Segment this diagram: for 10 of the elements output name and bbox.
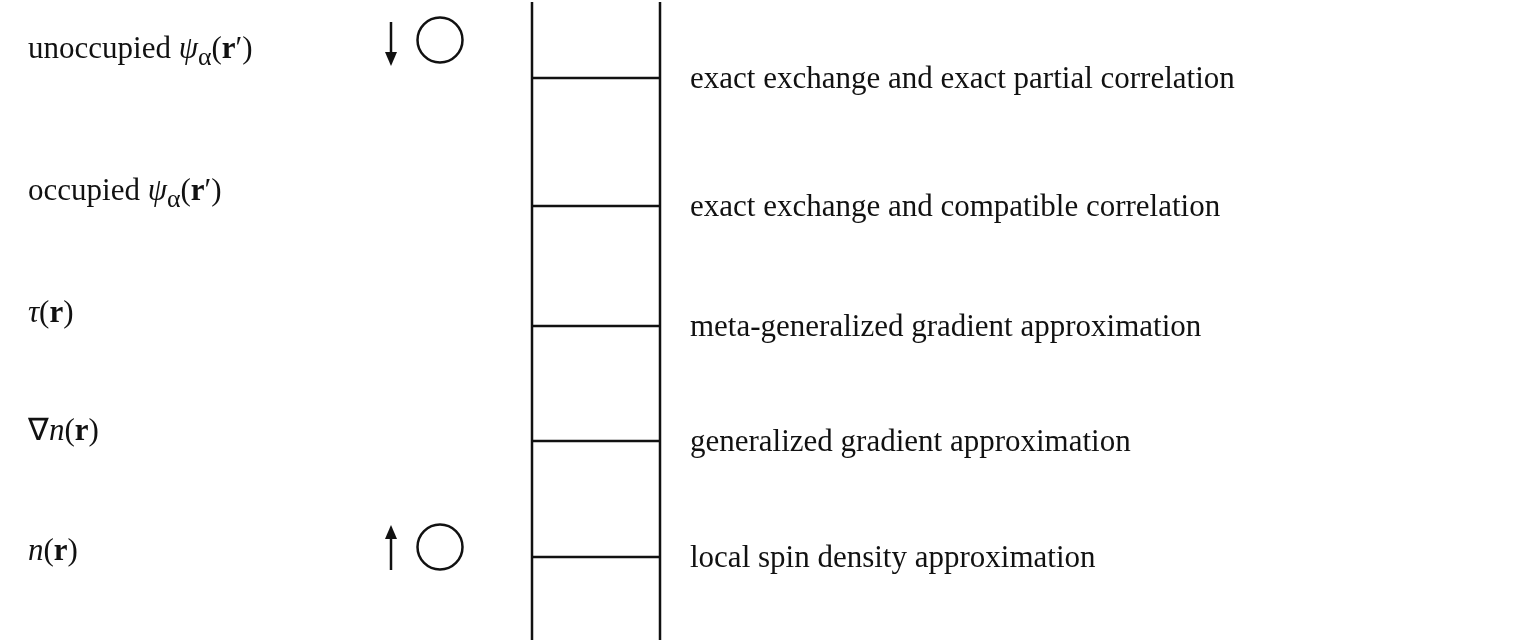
ingredient-label: occupied ψ$_{α}$(r′) <box>28 172 222 216</box>
rung-description: local spin density approximation <box>690 539 1096 575</box>
rung-description: exact exchange and exact partial correlation <box>690 60 1235 96</box>
ingredient-label: τ(r) <box>28 294 74 330</box>
rung-description: generalized gradient approximation <box>690 423 1131 459</box>
ingredient-label: ∇n(r) <box>28 412 99 448</box>
rung-description: meta-generalized gradient approximation <box>690 308 1202 344</box>
ingredient-label: n(r) <box>28 532 78 568</box>
ingredient-label: unoccupied ψ$_{α}$(r′) <box>28 30 253 74</box>
rung-description: exact exchange and compatible correlation <box>690 188 1221 224</box>
